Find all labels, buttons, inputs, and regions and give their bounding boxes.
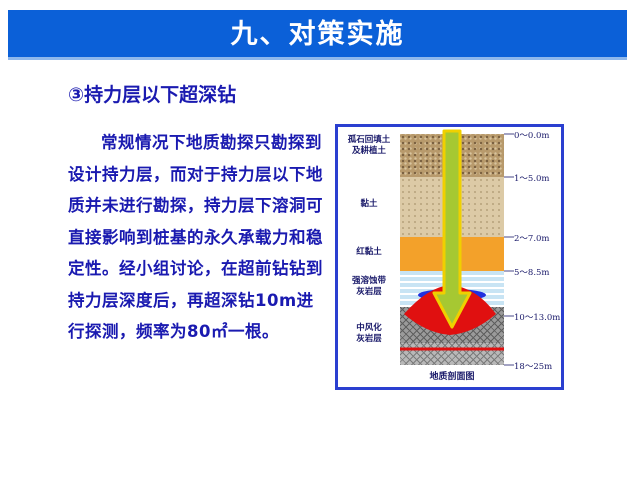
layer-label-fill-soil: 孤石回填土 及耕植土 [340,135,398,157]
depth-label-2: 1～5.0m [514,174,550,184]
depth-label-4: 5～8.5m [514,268,550,278]
depth-label-1: 0～0.0m [514,131,550,141]
diagram-overlay [400,129,514,366]
layer-label-weathered-limestone-line1: 中风化 [356,323,382,333]
layer-label-fill-soil-line2: 及耕植土 [351,146,386,156]
body-paragraph: 常规情况下地质勘探只勘探到设计持力层，而对于持力层以下地质并未进行勘探，持力层下… [68,133,323,341]
slide-title: 九、对策实施 [230,19,405,50]
depth-leader-lines [504,133,514,366]
layer-label-clay: 黏土 [340,199,398,210]
layer-label-weathered-limestone-line2: 灰岩层 [356,334,382,344]
layer-label-red-clay: 红黏土 [340,247,398,258]
layer-label-weathered-limestone: 中风化 灰岩层 [340,323,398,345]
depth-label-3: 2～7.0m [514,234,550,244]
layer-label-fill-soil-line1: 孤石回填土 [347,135,391,145]
section-subtitle: ③持力层以下超深钻 [68,84,237,106]
geological-section-diagram: 孤石回填土 及耕植土 黏土 红黏土 强溶蚀带 灰岩层 中风化 灰岩层 0～0.0… [335,124,564,390]
layer-label-clay-line1: 黏土 [360,199,378,209]
title-banner: 九、对策实施 [8,10,627,60]
layer-label-karst-limestone-line2: 灰岩层 [356,287,382,297]
layer-label-karst-limestone: 强溶蚀带 灰岩层 [340,276,398,298]
depth-label-5: 10～13.0m [514,313,561,323]
depth-label-6: 18～25m [514,362,553,372]
bore-shaft-shape [432,129,472,329]
layer-label-karst-limestone-line1: 强溶蚀带 [351,276,386,286]
diagram-caption: 地质剖面图 [429,372,475,382]
layer-label-red-clay-line1: 红黏土 [356,247,382,257]
